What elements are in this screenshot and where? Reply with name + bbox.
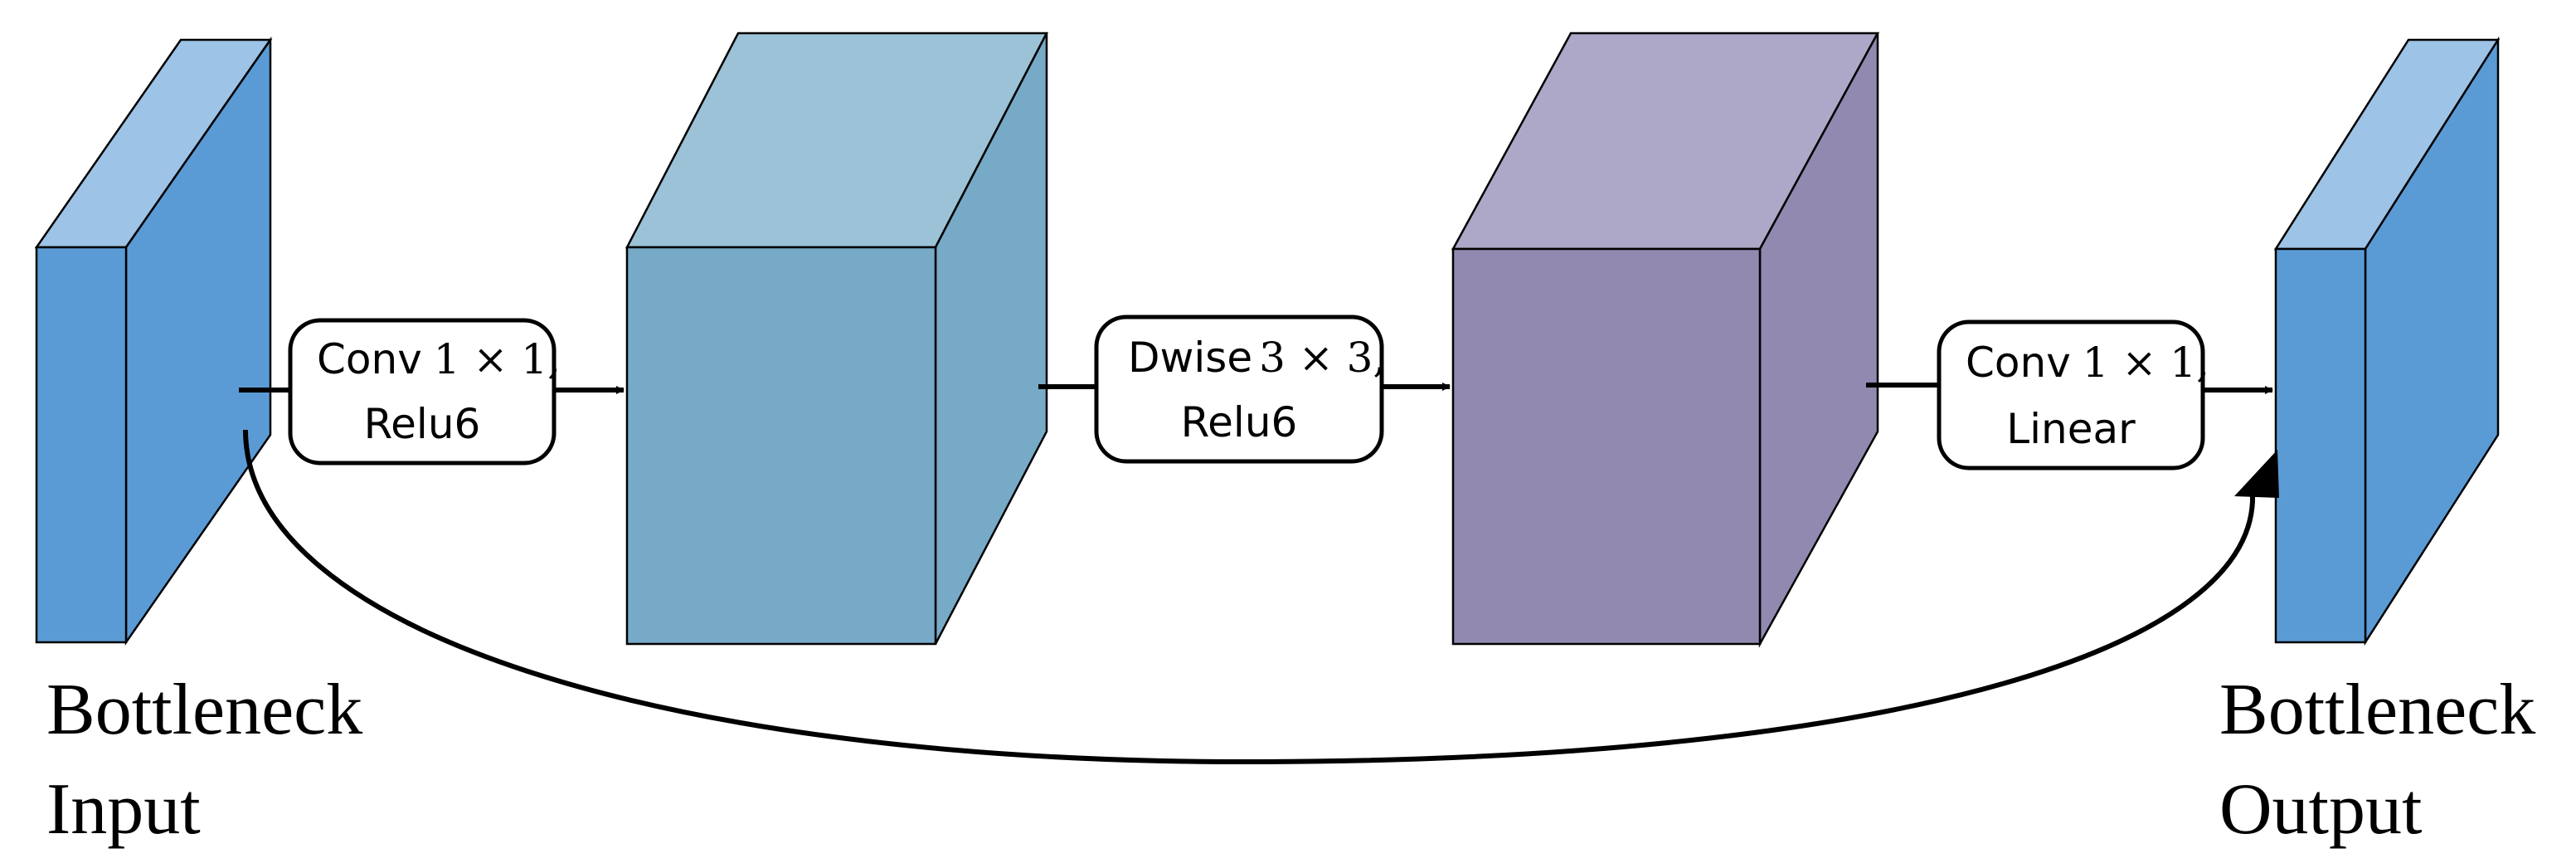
op-activation: Linear xyxy=(2006,405,2136,453)
input-caption-line1: Bottleneck xyxy=(46,670,362,750)
edge-3 xyxy=(1866,383,2273,394)
input-caption-line2: Input xyxy=(46,769,201,850)
op-kernel: 3 × 3, xyxy=(1259,334,1386,382)
output-block-front xyxy=(2274,247,2367,644)
output-block xyxy=(2273,36,2501,646)
op-activation: Relu6 xyxy=(364,400,481,448)
op-name: Conv xyxy=(317,335,422,383)
depthwise-block xyxy=(1451,32,1880,648)
output-caption-line2: Output xyxy=(2219,769,2422,850)
input-block-front xyxy=(35,246,128,644)
op-kernel: 1 × 1, xyxy=(2083,339,2209,387)
output-caption-line1: Bottleneck xyxy=(2219,670,2535,750)
residual-arrowhead xyxy=(2234,450,2279,498)
op-activation: Relu6 xyxy=(1181,398,1298,446)
expansion-block xyxy=(625,32,1049,646)
op-name: Dwise xyxy=(1128,334,1252,382)
expansion-block-front xyxy=(625,246,937,646)
input-block xyxy=(34,37,273,646)
op-kernel: 1 × 1, xyxy=(434,335,561,383)
op-name: Conv xyxy=(1966,339,2071,387)
depthwise-block-front xyxy=(1451,247,1762,646)
residual-connection xyxy=(243,429,2255,765)
